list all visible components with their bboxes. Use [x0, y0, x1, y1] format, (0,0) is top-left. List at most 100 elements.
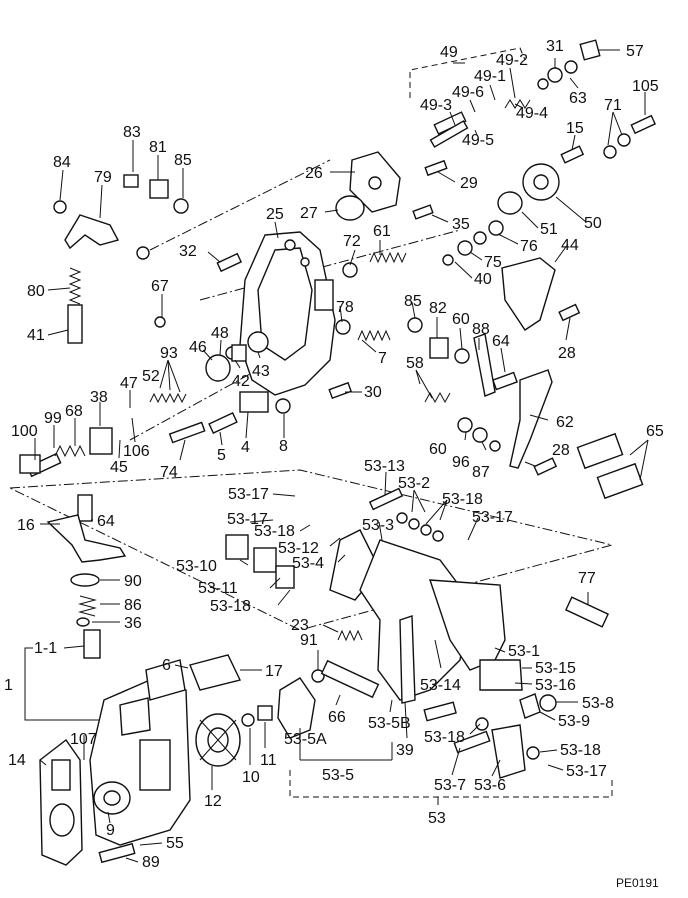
label-90: 90: [124, 573, 142, 590]
label-64-b: 64: [97, 513, 115, 530]
label-53-9: 53-9: [558, 713, 590, 730]
label-53-5: 53-5: [322, 767, 354, 784]
label-38: 38: [90, 389, 108, 406]
label-53-4: 53-4: [292, 555, 324, 572]
label-88: 88: [472, 321, 490, 338]
label-31: 31: [546, 38, 564, 55]
label-91: 91: [300, 632, 318, 649]
governor-housing: [239, 231, 336, 396]
label-75: 75: [484, 254, 502, 271]
label-57: 57: [626, 43, 644, 60]
label-41: 41: [27, 327, 45, 344]
label-76: 76: [520, 238, 538, 255]
label-89: 89: [142, 854, 160, 871]
label-81: 81: [149, 139, 167, 156]
label-12: 12: [204, 793, 222, 810]
leader-lines: [34, 49, 649, 863]
label-23: 23: [291, 617, 309, 634]
label-26: 26: [305, 165, 323, 182]
label-78: 78: [336, 299, 354, 316]
label-1: 1: [4, 677, 13, 694]
label-62: 62: [556, 414, 574, 431]
gasket-plate: [39, 738, 83, 866]
label-53-1: 53-1: [508, 643, 540, 660]
label-43: 43: [252, 363, 270, 380]
label-87: 87: [472, 464, 490, 481]
label-53-10: 53-10: [176, 558, 217, 575]
label-86: 86: [124, 597, 142, 614]
label-4: 4: [241, 439, 250, 456]
label-77: 77: [578, 570, 596, 587]
label-53-17-a: 53-17: [228, 486, 269, 503]
label-53-18-b: 53-18: [254, 523, 295, 540]
label-49-3: 49-3: [420, 97, 452, 114]
label-49-4: 49-4: [516, 105, 548, 122]
label-85-b: 85: [404, 293, 422, 310]
label-53-7: 53-7: [434, 777, 466, 794]
label-82: 82: [429, 300, 447, 317]
label-53-5B: 53-5B: [368, 715, 411, 732]
label-93: 93: [160, 345, 178, 362]
label-106: 106: [123, 443, 150, 460]
label-27: 27: [300, 205, 318, 222]
label-40: 40: [474, 271, 492, 288]
label-61: 61: [373, 223, 391, 240]
label-100: 100: [11, 423, 38, 440]
shaft: [429, 120, 469, 148]
label-50: 50: [584, 215, 602, 232]
label-53-17-d: 53-17: [566, 763, 607, 780]
label-71: 71: [604, 97, 622, 114]
label-53-18-e: 53-18: [560, 742, 601, 759]
label-45: 45: [110, 459, 128, 476]
label-60: 60: [452, 311, 470, 328]
flyweight-assembly: [195, 713, 241, 767]
label-67: 67: [151, 278, 169, 295]
label-30: 30: [364, 384, 382, 401]
label-107: 107: [70, 731, 97, 748]
label-1-1: 1-1: [34, 640, 57, 657]
label-49-6: 49-6: [452, 84, 484, 101]
label-35: 35: [452, 216, 470, 233]
pump-body: [89, 659, 191, 846]
label-72: 72: [343, 233, 361, 250]
label-55: 55: [166, 835, 184, 852]
label-53-5A: 53-5A: [284, 731, 327, 748]
label-16: 16: [17, 517, 35, 534]
label-48: 48: [211, 325, 229, 342]
label-42: 42: [232, 373, 250, 390]
label-53-11: 53-11: [198, 580, 238, 597]
label-53-16: 53-16: [535, 677, 576, 694]
label-52: 52: [142, 368, 160, 385]
label-60-b: 60: [429, 441, 447, 458]
section-lines: [9, 47, 613, 798]
label-64: 64: [492, 333, 510, 350]
label-85: 85: [174, 152, 192, 169]
label-58: 58: [406, 355, 424, 372]
label-99: 99: [44, 410, 62, 427]
gasket-ring-27: [335, 195, 365, 221]
label-53-2: 53-2: [398, 475, 430, 492]
label-96: 96: [452, 454, 470, 471]
label-53-12: 53-12: [278, 540, 319, 557]
pump-head: [497, 163, 560, 215]
label-84: 84: [53, 154, 71, 171]
label-68: 68: [65, 403, 83, 420]
label-53-6: 53-6: [474, 777, 506, 794]
label-36: 36: [124, 615, 142, 632]
label-39: 39: [396, 742, 414, 759]
label-14: 14: [8, 752, 26, 769]
label-63: 63: [569, 90, 587, 107]
label-49-2: 49-2: [496, 52, 528, 69]
label-74: 74: [160, 464, 178, 481]
label-46: 46: [189, 339, 207, 356]
label-53-18-c: 53-18: [210, 598, 251, 615]
label-53: 53: [428, 810, 446, 827]
label-53-17-c: 53-17: [472, 509, 513, 526]
springs: [54, 99, 531, 642]
label-49: 49: [440, 44, 458, 61]
label-5: 5: [217, 447, 226, 464]
label-53-8: 53-8: [582, 695, 614, 712]
label-32: 32: [179, 243, 197, 260]
label-28: 28: [558, 345, 576, 362]
label-49-1: 49-1: [474, 68, 506, 85]
